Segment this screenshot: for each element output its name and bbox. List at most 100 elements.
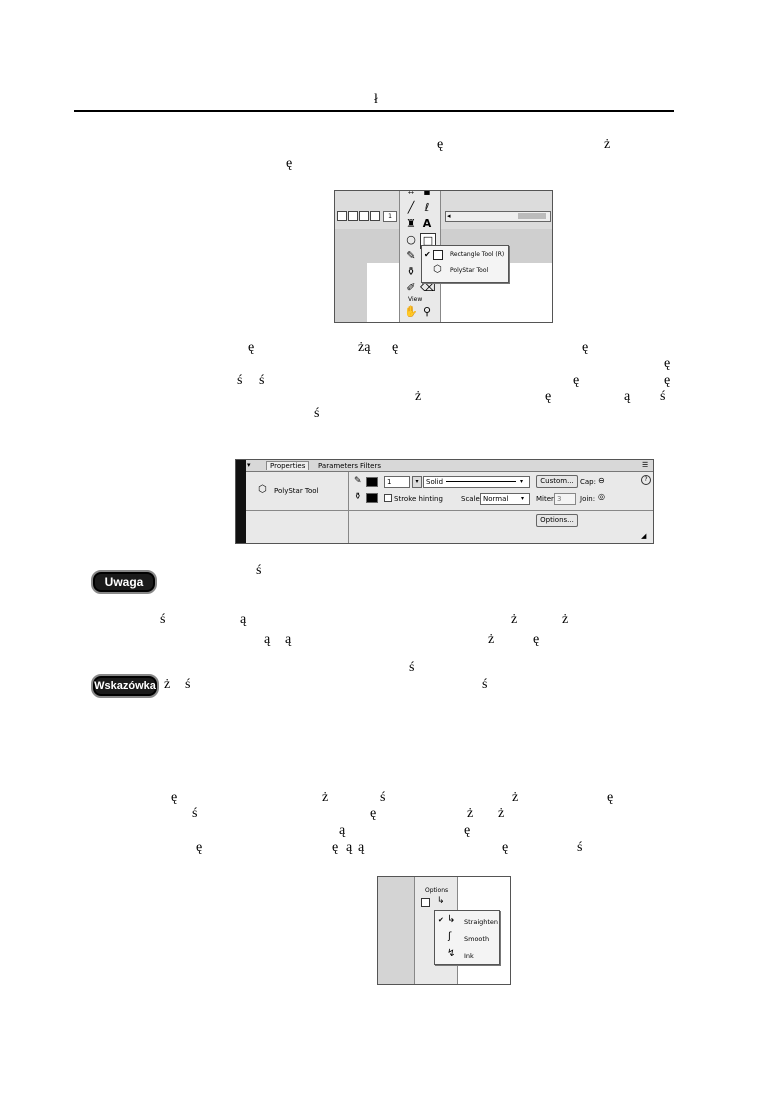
text-fragment: ę xyxy=(664,356,671,371)
text-fragment: ę xyxy=(502,840,509,855)
resize-handle-icon[interactable]: ◢ xyxy=(641,532,647,540)
stroke-style-select[interactable]: Solid ▾ xyxy=(423,476,530,488)
pen-tool-icon[interactable]: ♜ xyxy=(406,217,416,230)
stroke-hinting-checkbox[interactable] xyxy=(384,494,392,502)
check-icon: ✔ xyxy=(424,250,431,259)
timeline-scrollbar[interactable]: ◂ xyxy=(445,211,551,222)
text-fragment: ę xyxy=(248,340,255,355)
text-fragment: żą xyxy=(358,340,371,355)
menu-item-smooth[interactable]: ʃ Smooth xyxy=(435,930,499,946)
timeline-strip xyxy=(335,191,552,229)
lasso-tool-icon[interactable]: ℓ xyxy=(424,201,430,214)
text-fragment: ę xyxy=(533,632,540,647)
fill-color-swatch[interactable] xyxy=(366,493,378,503)
stroke-width-dropdown-icon[interactable]: ▾ xyxy=(412,476,422,488)
line-tool-icon[interactable]: ╱ xyxy=(407,201,415,214)
menu-item-label: Smooth xyxy=(464,935,490,943)
text-fragment: ż xyxy=(322,790,329,805)
menu-item-polystar-tool[interactable]: ⬡ PolyStar Tool xyxy=(422,264,508,278)
join-select-icon[interactable]: ◎ xyxy=(598,492,605,501)
shape-tool-menu: ✔ Rectangle Tool (R) ⬡ PolyStar Tool xyxy=(421,245,509,283)
onion-outline-icon[interactable] xyxy=(348,211,358,221)
menu-item-straighten[interactable]: ✔ ↳ Straighten xyxy=(435,913,499,929)
join-label: Join: xyxy=(580,495,596,503)
stroke-color-swatch[interactable] xyxy=(366,477,378,487)
oval-tool-icon[interactable]: ○ xyxy=(406,233,416,246)
tab-properties[interactable]: Properties xyxy=(266,461,310,470)
scroll-left-icon[interactable]: ◂ xyxy=(447,212,451,220)
timeline-controls: 1 xyxy=(337,211,397,222)
custom-button[interactable]: Custom... xyxy=(536,475,578,488)
text-fragment: ś xyxy=(482,677,488,692)
panel-divider-h2 xyxy=(349,510,653,511)
frame-number: 1 xyxy=(383,211,397,222)
free-transform-icon[interactable]: ⌗ xyxy=(407,190,415,198)
hand-tool-icon[interactable]: ✋ xyxy=(404,305,418,318)
ink-bottle-icon[interactable]: ⚱ xyxy=(406,265,416,278)
stroke-color-icon: ✎ xyxy=(354,476,362,486)
options-button[interactable]: Options... xyxy=(536,514,578,527)
miter-field[interactable]: 3 xyxy=(554,493,576,505)
text-fragment: ż xyxy=(415,389,422,404)
eraser-icon[interactable]: ⌫ xyxy=(420,281,436,294)
panel-divider-h xyxy=(246,510,348,511)
stroke-style-value: Solid xyxy=(426,478,444,486)
panel-sidebar xyxy=(236,460,246,543)
text-fragment: ę xyxy=(573,373,580,388)
text-fragment: ż xyxy=(164,677,171,692)
edit-frames-icon[interactable] xyxy=(359,211,369,221)
text-fragment: ą xyxy=(285,632,292,647)
miter-label: Miter: xyxy=(536,495,557,503)
text-fragment: ę xyxy=(437,137,444,152)
text-tool-icon[interactable]: A xyxy=(422,217,432,230)
panel-collapse-icon[interactable]: ▾ xyxy=(247,461,251,469)
pencil-tool-icon[interactable]: ✎ xyxy=(406,249,416,262)
text-fragment: ę xyxy=(607,790,614,805)
view-label: View xyxy=(408,296,423,303)
stroke-style-preview xyxy=(446,481,516,482)
tab-parameters[interactable]: Parameters xyxy=(318,462,359,470)
text-fragment: ś xyxy=(259,373,265,388)
text-fragment: ę xyxy=(196,840,203,855)
rectangle-icon xyxy=(433,250,443,260)
text-fragment: ą xyxy=(346,840,353,855)
text-fragment: ą xyxy=(339,823,346,838)
eyedropper-icon[interactable]: ✐ xyxy=(406,281,416,294)
figure-properties-screenshot: ▾ Properties Parameters Filters ☰ ⬡ Poly… xyxy=(235,459,654,544)
text-fragment: ś xyxy=(185,677,191,692)
menu-item-rectangle-tool[interactable]: ✔ Rectangle Tool (R) xyxy=(422,248,508,262)
snap-to-objects-icon[interactable] xyxy=(421,898,430,907)
scale-label: Scale: xyxy=(461,495,483,503)
chevron-down-icon: ▾ xyxy=(521,495,525,502)
menu-item-ink[interactable]: ↯ Ink xyxy=(435,947,499,963)
ink-icon: ↯ xyxy=(447,948,456,959)
straighten-icon[interactable]: ↳ xyxy=(437,896,445,906)
text-fragment: ś xyxy=(160,612,166,627)
stroke-width-field[interactable]: 1 xyxy=(384,476,410,488)
scroll-thumb[interactable] xyxy=(518,213,546,219)
options-left-strip xyxy=(378,877,414,984)
fill-transform-icon[interactable]: ▪ xyxy=(423,190,431,198)
onion-skin-icon[interactable] xyxy=(337,211,347,221)
fill-color-icon: ⚱ xyxy=(354,492,362,502)
panel-menu-icon[interactable]: ☰ xyxy=(642,461,649,469)
zoom-tool-icon[interactable]: ⚲ xyxy=(422,305,432,318)
help-icon[interactable]: ? xyxy=(641,475,651,485)
text-fragment: ż xyxy=(511,612,518,627)
cap-select-icon[interactable]: ⊖ xyxy=(598,476,605,485)
text-fragment: ś xyxy=(314,406,320,421)
panel-divider xyxy=(348,472,349,543)
menu-item-label: Rectangle Tool (R) xyxy=(450,251,505,258)
text-fragment: ę xyxy=(582,340,589,355)
text-fragment: ą xyxy=(358,840,365,855)
text-fragment: ż xyxy=(498,806,505,821)
text-fragment: ś xyxy=(237,373,243,388)
panel-tab-bar: ▾ Properties Parameters Filters ☰ xyxy=(246,460,653,472)
smooth-icon: ʃ xyxy=(448,931,452,942)
text-fragment: ś xyxy=(409,660,415,675)
scale-select[interactable]: Normal ▾ xyxy=(480,493,530,505)
options-title: Options xyxy=(425,887,449,894)
tab-filters[interactable]: Filters xyxy=(360,462,381,470)
modify-markers-icon[interactable] xyxy=(370,211,380,221)
figure-options-screenshot: Options ↳ ✔ ↳ Straighten ʃ Smooth ↯ Ink xyxy=(377,876,511,985)
